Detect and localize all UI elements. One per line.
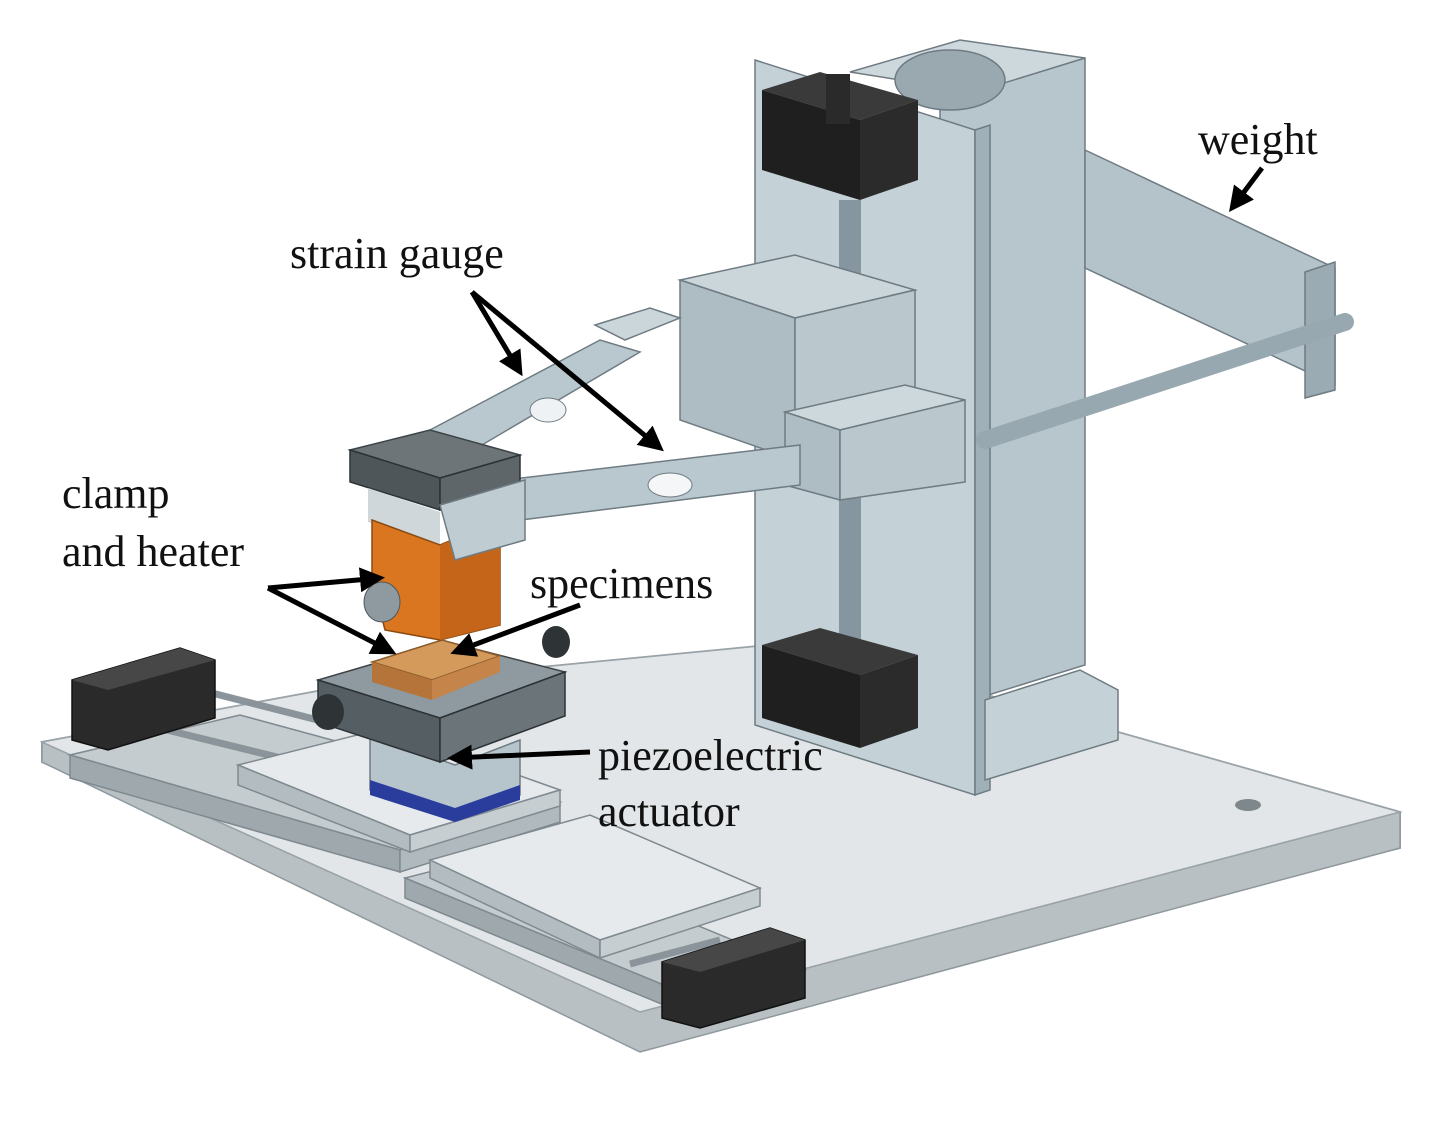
label-clamp: clamp <box>62 469 170 518</box>
arrow-specimens <box>450 602 581 657</box>
upper-clamp-heater <box>347 429 526 641</box>
arrow-strain-gauge-lower <box>470 290 664 452</box>
label-actuator: actuator <box>598 787 740 836</box>
arrow-weight <box>1229 166 1264 212</box>
label-piezoelectric: piezoelectric <box>598 731 823 780</box>
black-end-block-left <box>71 647 216 751</box>
lower-clamp-block <box>312 626 570 764</box>
arrow-clamp-lower <box>266 585 397 655</box>
carriage <box>677 254 966 501</box>
annotation-arrows <box>266 166 1264 770</box>
black-slider-top <box>762 72 918 200</box>
label-weight: weight <box>1198 115 1318 164</box>
column-foot <box>984 669 1119 782</box>
black-end-block-right <box>661 927 806 1029</box>
arrow-piezo <box>447 744 591 770</box>
label-strain-gauge: strain gauge <box>290 229 504 278</box>
arrow-strain-gauge-upper <box>469 290 523 377</box>
arrow-clamp-upper <box>267 567 385 593</box>
label-specimens: specimens <box>530 559 713 608</box>
weight-arm <box>976 148 1354 449</box>
label-and-heater: and heater <box>62 527 244 576</box>
black-slider-bottom <box>762 628 918 748</box>
strain-gauge-beam-upper <box>428 307 683 453</box>
